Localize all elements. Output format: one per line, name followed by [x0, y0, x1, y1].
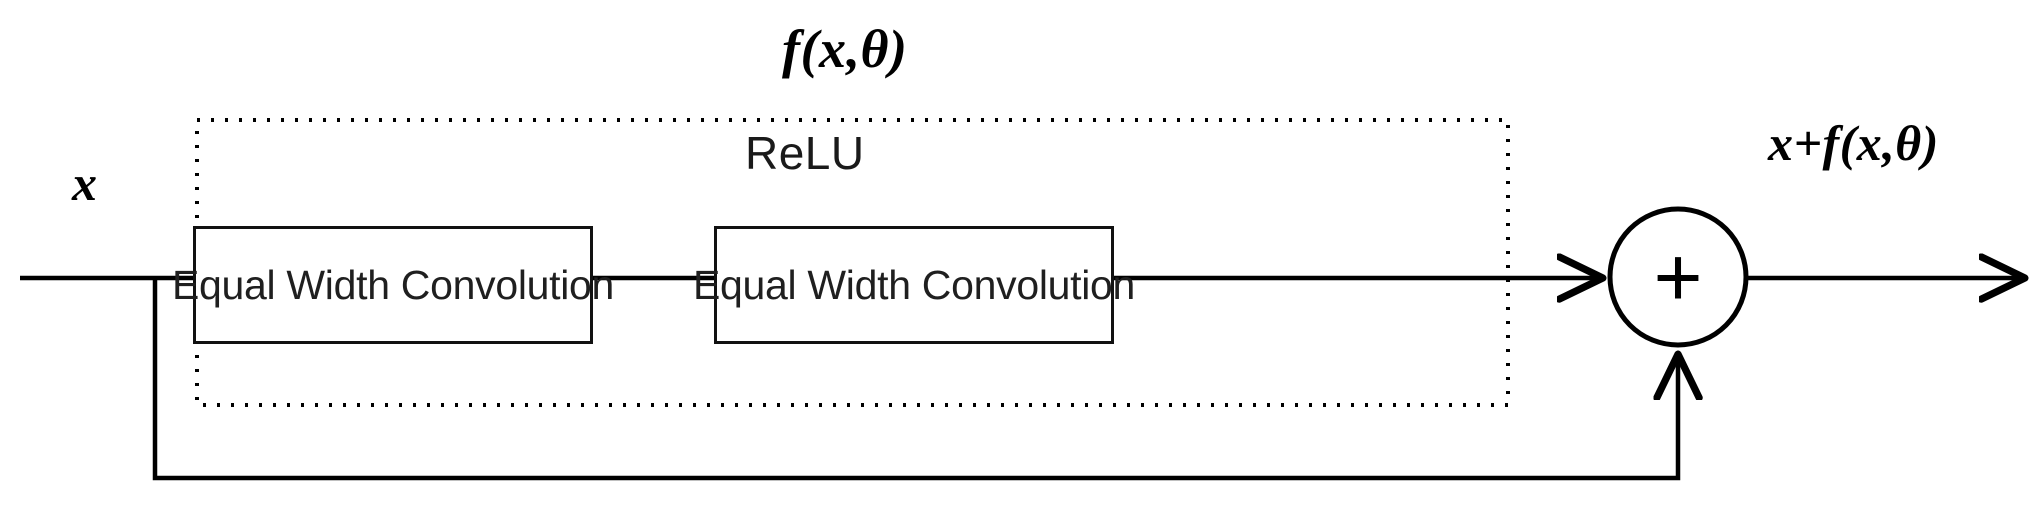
function-title-label: f(x,θ): [782, 19, 908, 79]
conv-block-2: Equal Width Convolution: [693, 226, 1135, 344]
output-label: x+f(x,θ): [1768, 115, 1939, 171]
conv-block-2-label: Equal Width Convolution: [692, 261, 1136, 308]
adder-plus-icon: +: [1653, 230, 1703, 324]
input-label: x: [72, 155, 97, 211]
relu-label: ReLU: [745, 127, 865, 179]
conv-block-1: Equal Width Convolution: [172, 226, 614, 344]
skip-connection-wire: [152, 278, 1678, 481]
conv-block-1-label: Equal Width Convolution: [171, 261, 615, 308]
